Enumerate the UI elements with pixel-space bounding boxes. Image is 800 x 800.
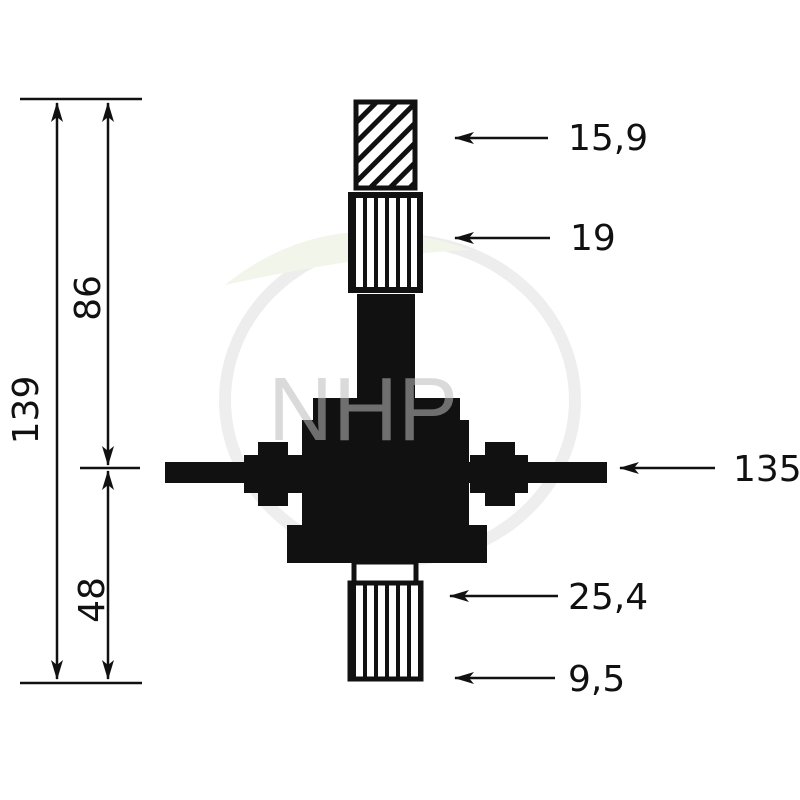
callout-top-spline: 19 bbox=[570, 218, 616, 259]
dim-lower-height: 48 bbox=[72, 577, 113, 623]
callout-bottom-spline: 9,5 bbox=[568, 659, 625, 700]
dim-total-height: 139 bbox=[6, 376, 47, 445]
gearbox-part bbox=[165, 99, 607, 682]
callout-top-shaft: 15,9 bbox=[568, 118, 648, 159]
bottom-spline bbox=[347, 580, 424, 682]
watermark-text: NHP bbox=[268, 360, 458, 460]
callout-bottom-spline-length: 25,4 bbox=[568, 577, 648, 618]
callout-side-shaft: 135 bbox=[733, 449, 800, 490]
side-shaft bbox=[165, 462, 607, 483]
callout-arrows bbox=[449, 132, 715, 684]
dimension-lines bbox=[20, 97, 142, 685]
top-spline bbox=[348, 192, 423, 293]
dim-upper-height: 86 bbox=[68, 275, 109, 321]
top-shaft-hatched bbox=[353, 99, 418, 191]
